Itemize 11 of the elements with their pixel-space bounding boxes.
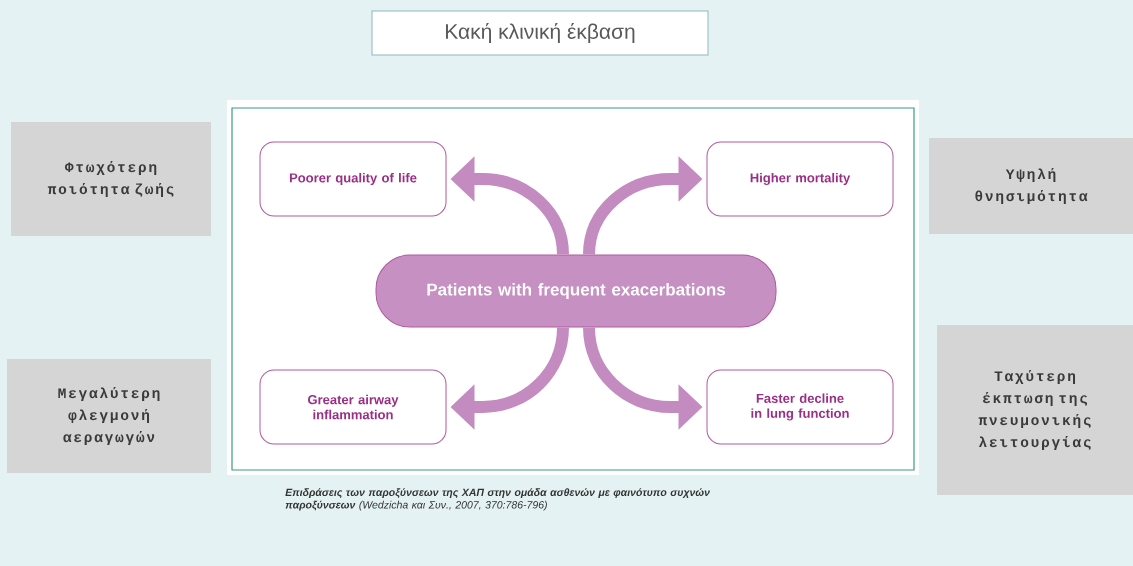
title-box: Κακή κλινική έκβαση (371, 10, 709, 56)
patient-group-box: Patients with frequent exacerbations (375, 254, 777, 328)
translation-box: Φτωχότερη ποιότητα ζωής (11, 122, 211, 236)
outcome-box: Poorer quality of life (259, 141, 447, 217)
translation-box: Μεγαλύτερη φλεγμονή αεραγωγών (7, 359, 211, 473)
outcome-box: Faster decline in lung function (706, 369, 894, 445)
translation-box: Ταχύτερη έκπτωση της πνευμονικής λειτουργίας (937, 325, 1133, 495)
figure-caption: Επιδράσεις των παροξύνσεων της ΧΑΠ στην ομάδα ασθενών με φαινότυπο συχνών παροξύνσεων (Wedzicha και Συν., 2007, 370:786-796) (285, 488, 710, 511)
outcome-box: Greater airway inflammation (259, 369, 447, 445)
outcome-box: Higher mortality (706, 141, 894, 217)
translation-box: Υψηλή θνησιμότητα (929, 138, 1133, 234)
